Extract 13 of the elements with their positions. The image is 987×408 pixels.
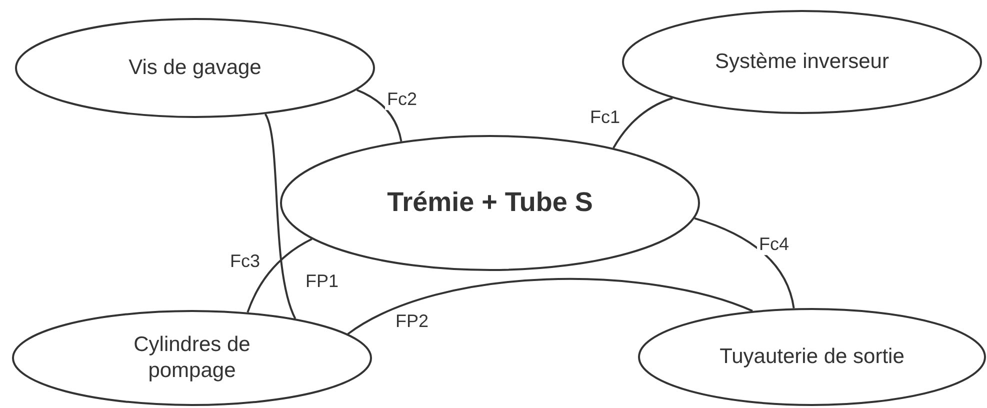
connector-line	[356, 89, 402, 142]
connector-line	[347, 278, 753, 335]
node-label: Trémie + Tube S	[387, 186, 593, 220]
edge-label: Fc2	[385, 90, 419, 110]
connector-line	[694, 217, 795, 308]
node-label: Tuyauterie de sortie	[720, 344, 904, 370]
node-label: Vis de gavage	[128, 54, 262, 81]
node-label: Système inverseur	[715, 48, 889, 75]
connector-line	[264, 114, 296, 320]
node-label: Cylindres de pompage	[132, 332, 252, 384]
edge-label: Fc4	[757, 235, 791, 255]
connector-line	[246, 238, 312, 313]
connector-line	[612, 97, 673, 148]
